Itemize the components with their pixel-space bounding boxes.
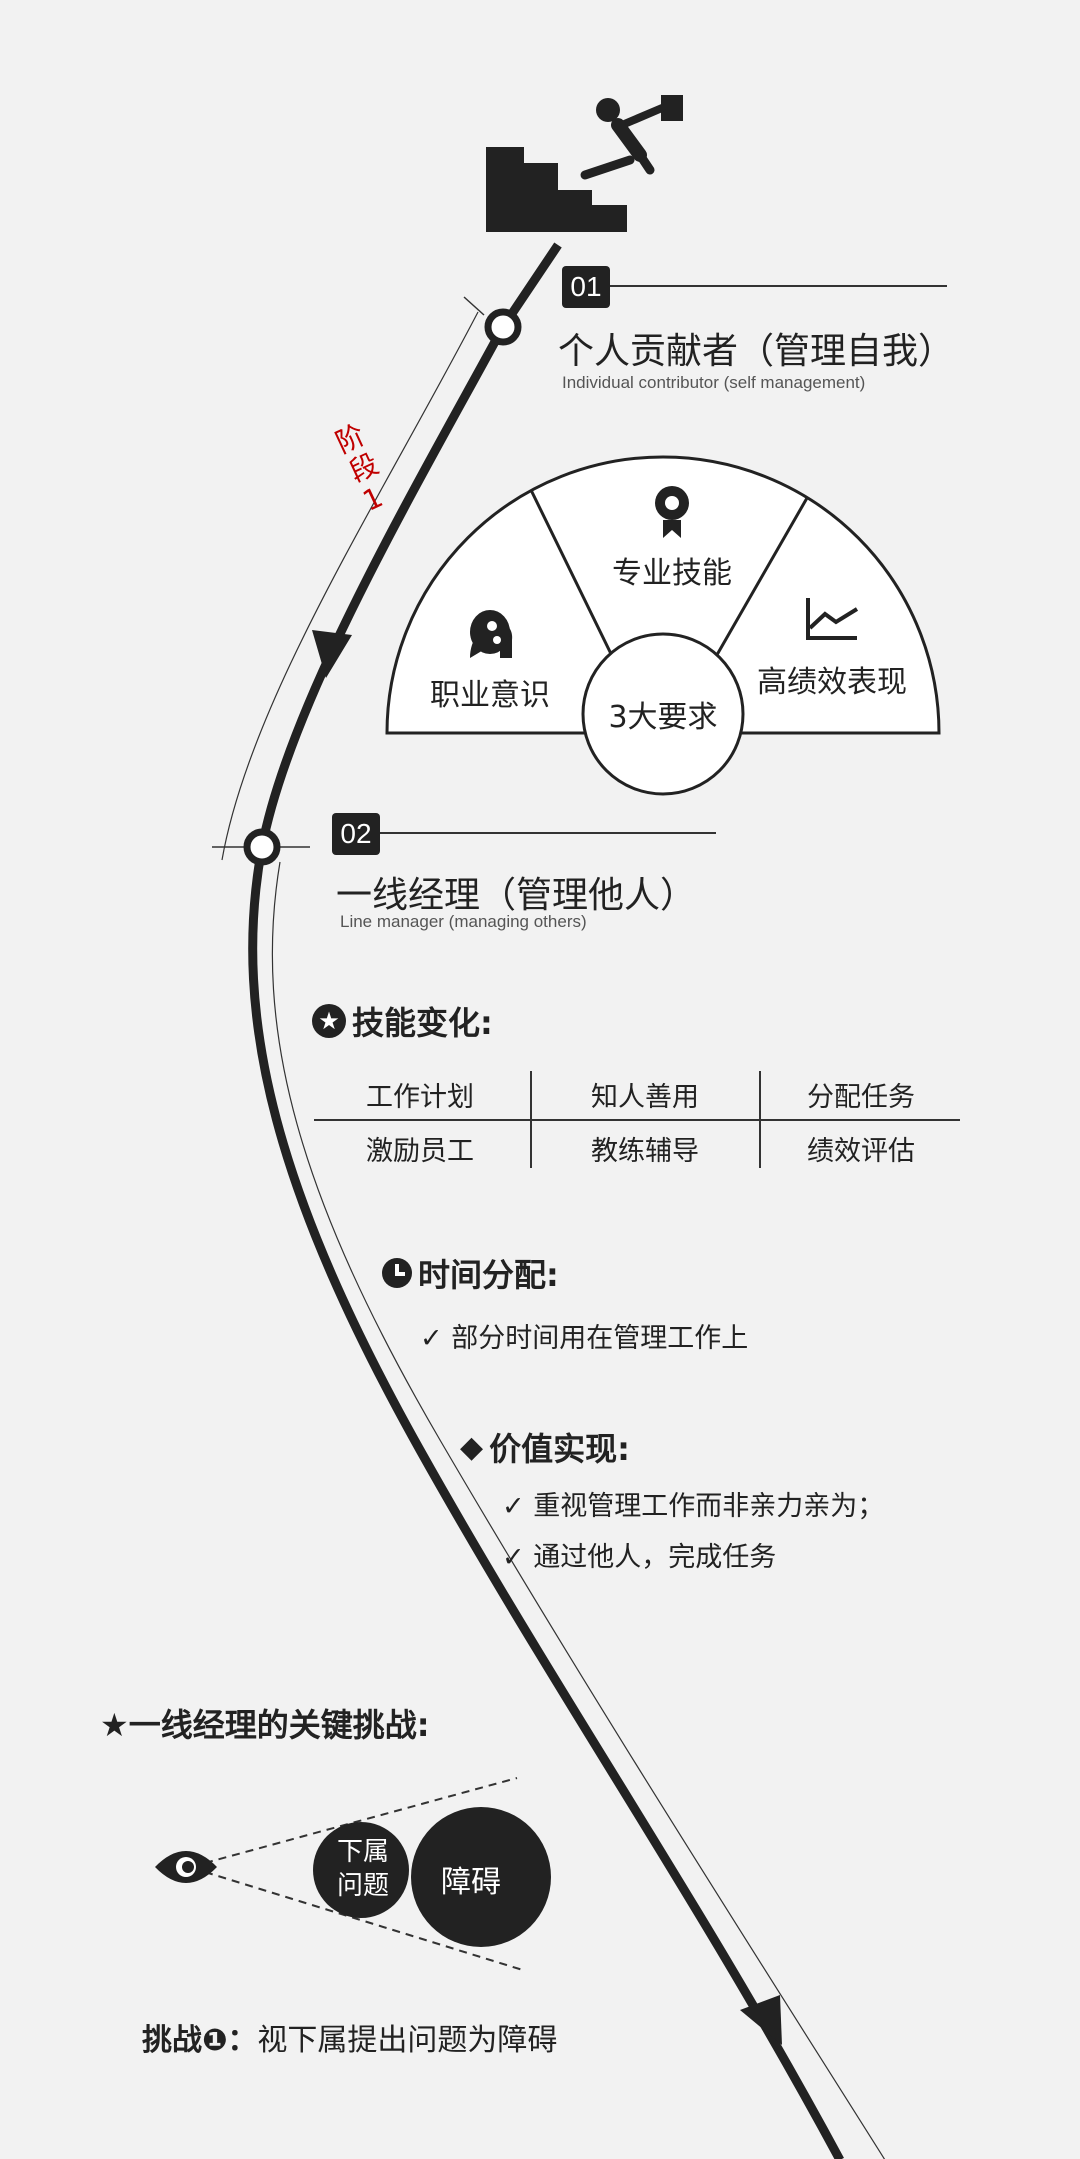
- stage2-title: 一线经理（管理他人）: [336, 875, 697, 916]
- skill-cell: 知人善用: [591, 1082, 699, 1113]
- stage2-badge: 02: [332, 813, 380, 855]
- skill-cell: 激励员工: [366, 1136, 474, 1167]
- clock-icon: [382, 1258, 412, 1288]
- award-icon: [655, 486, 689, 538]
- obstacle-circle: [411, 1807, 551, 1947]
- head-gears-icon: [470, 610, 513, 658]
- diamond-icon: ◆: [460, 1429, 484, 1465]
- climbing-person-icon: [580, 95, 683, 180]
- subordinate-issue-circle: [313, 1822, 409, 1918]
- stage2-node: [243, 828, 281, 866]
- value-item: ✓ 通过他人，完成任务: [502, 1542, 777, 1573]
- stage1-title: 个人贡献者（管理自我）: [558, 331, 955, 372]
- subordinate-issue-label: 下属问题: [336, 1837, 389, 1901]
- stage1-node: [484, 308, 522, 346]
- career-path-line: [248, 242, 844, 2159]
- skill-cell: 分配任务: [807, 1082, 915, 1113]
- time-heading: 时间分配:: [382, 1250, 559, 1296]
- skill-cell: 绩效评估: [807, 1136, 915, 1167]
- skill-cell: 教练辅导: [591, 1136, 699, 1167]
- arrow-down-icon: [740, 1995, 782, 2045]
- arrow-down-icon: [312, 630, 352, 678]
- requirements-center: 3大要求: [608, 700, 718, 735]
- value-heading: ◆ 价值实现:: [460, 1429, 630, 1469]
- line-chart-icon: [806, 598, 859, 640]
- challenge-heading: ★一线经理的关键挑战:: [100, 1706, 430, 1744]
- requirements-fan: [385, 455, 941, 796]
- value-item: ✓ 重视管理工作而非亲力亲为；: [502, 1491, 885, 1522]
- requirement-professional-awareness: 职业意识: [430, 678, 550, 713]
- thin-guide-line: [271, 861, 886, 2159]
- challenge-label: 挑战❶：: [142, 2023, 258, 2058]
- skills-table: 工作计划 知人善用 分配任务 激励员工 教练辅导 绩效评估: [314, 1071, 960, 1168]
- stage-bracket-line: [221, 311, 479, 861]
- skill-cell: 工作计划: [366, 1082, 474, 1113]
- stage2-subtitle: Line manager (managing others): [340, 912, 587, 931]
- challenge-1: 挑战❶：视下属提出问题为障碍: [142, 2015, 557, 2059]
- challenge-text: 视下属提出问题为障碍: [257, 2023, 558, 2058]
- bracket-tick: [463, 296, 485, 316]
- stairs-icon: [486, 147, 627, 232]
- eye-icon: [155, 1851, 217, 1883]
- requirement-high-performance: 高绩效表现: [757, 665, 907, 700]
- skills-heading: ★ 技能变化:: [312, 998, 493, 1044]
- star-badge-icon: ★: [312, 1004, 346, 1038]
- stage1-badge: 01: [562, 266, 610, 308]
- obstacle-label: 障碍: [441, 1865, 501, 1900]
- requirement-professional-skill: 专业技能: [612, 556, 732, 591]
- stage1-subtitle: Individual contributor (self management): [562, 373, 866, 392]
- time-item: ✓ 部分时间用在管理工作上: [420, 1323, 749, 1354]
